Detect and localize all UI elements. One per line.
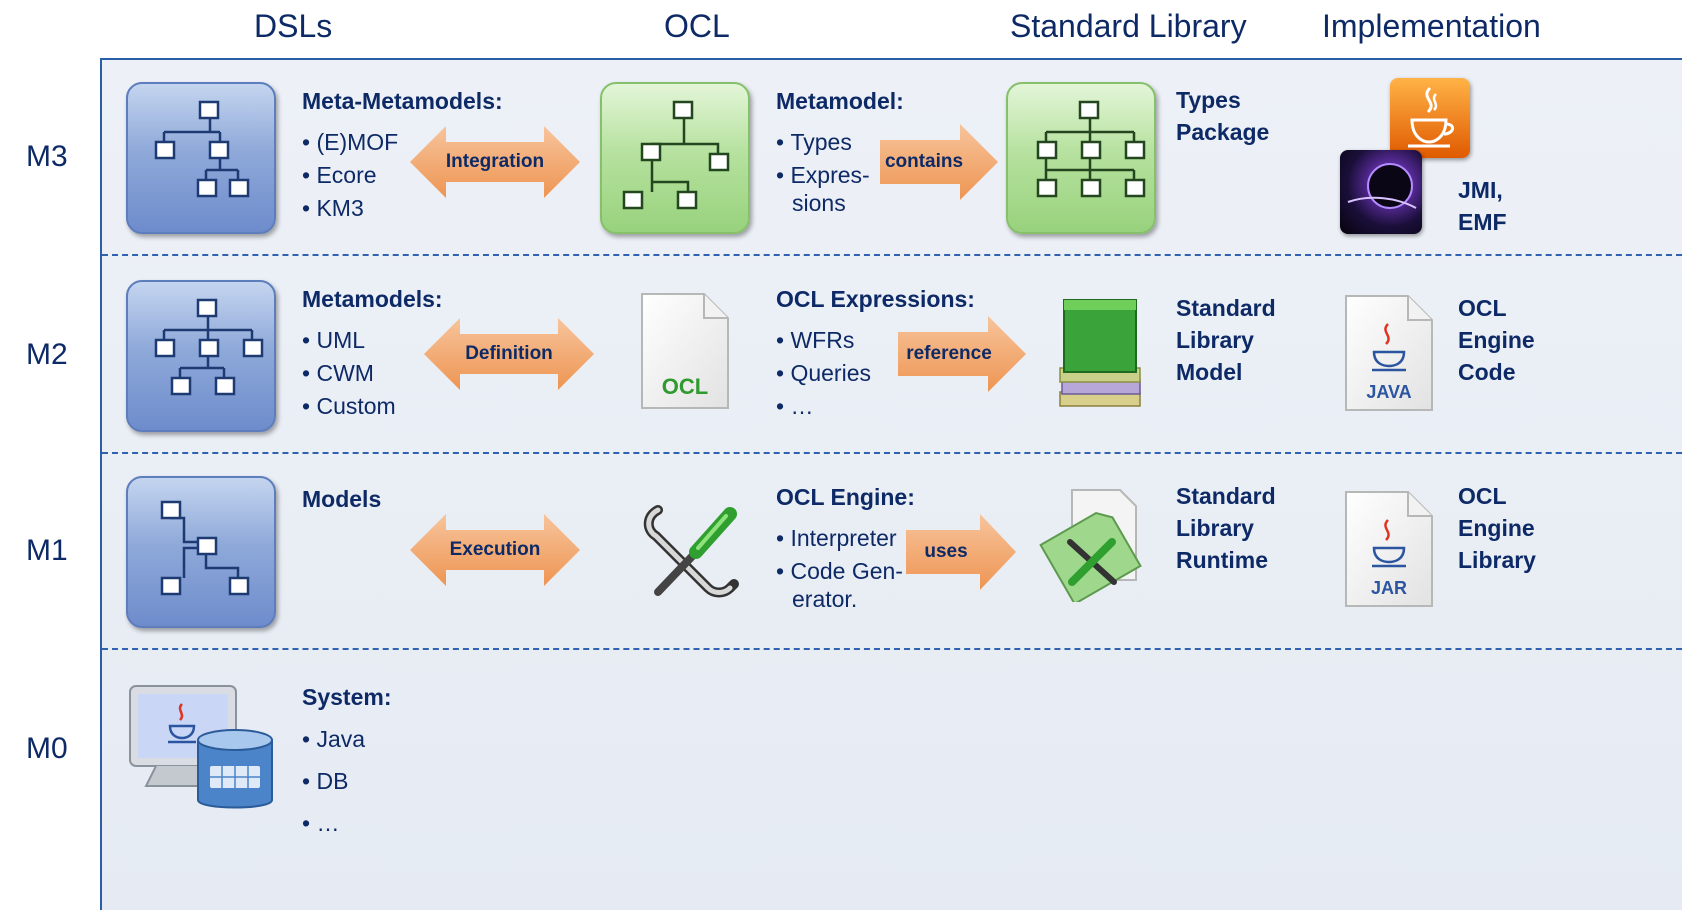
contains-arrow: contains <box>880 124 998 200</box>
m3-impl-text: JMI, EMF <box>1458 177 1507 235</box>
arrow-label: Execution <box>449 539 541 560</box>
tools-icon <box>638 496 746 604</box>
list-item-continuation: sions <box>792 190 846 216</box>
computer-database-icon <box>126 682 282 818</box>
m3-dsl-title: Meta-Metamodels: <box>302 88 503 114</box>
list-item: … <box>302 802 365 844</box>
java-cup-icon <box>1390 78 1470 158</box>
list-item: Queries <box>776 357 871 390</box>
column-header-dsls: DSLs <box>254 8 333 44</box>
book-stack-icon <box>1054 296 1144 414</box>
ocl-doc-label: OCL <box>661 374 709 399</box>
m3-ocl-title: Metamodel: <box>776 88 904 114</box>
m1-ocl-title: OCL Engine: <box>776 484 915 510</box>
list-item: KM3 <box>302 192 398 225</box>
arrow-label: Definition <box>465 343 553 364</box>
reference-arrow: reference <box>898 316 1026 392</box>
list-item: Custom <box>302 390 395 423</box>
java-file-label: JAVA <box>1366 382 1412 402</box>
column-header-standard-library: Standard Library <box>1010 8 1247 44</box>
models-graph-icon <box>126 476 276 628</box>
ocl-document-icon: OCL <box>640 292 730 410</box>
m2-lib-text: Standard Library Model <box>1176 295 1276 385</box>
types-package-tree-icon <box>1006 82 1156 234</box>
row-separator <box>102 452 1682 454</box>
list-item: Expres- <box>776 159 869 192</box>
list-item: CWM <box>302 357 396 390</box>
list-item: Types <box>776 126 870 159</box>
metamodel-tree-icon <box>600 82 750 234</box>
m2-impl-text: OCL Engine Code <box>1458 295 1535 385</box>
row-label-m3: M3 <box>26 140 68 173</box>
column-header-implementation: Implementation <box>1322 8 1541 44</box>
row-label-m0: M0 <box>26 732 68 765</box>
list-item-continuation: erator. <box>792 586 858 612</box>
eclipse-icon <box>1340 150 1422 234</box>
m3-ocl-list: Types Expres- <box>776 126 870 192</box>
m2-ocl-title: OCL Expressions: <box>776 286 975 312</box>
arrow-label: uses <box>924 541 968 562</box>
jar-file-icon: JAR <box>1344 490 1434 608</box>
m1-impl-text: OCL Engine Library <box>1458 483 1536 573</box>
m1-lib-text: Standard Library Runtime <box>1176 483 1276 573</box>
list-item: UML <box>302 324 396 357</box>
definition-double-arrow: Definition <box>424 318 594 390</box>
row-label-m2: M2 <box>26 338 68 371</box>
m2-dsl-title: Metamodels: <box>302 286 443 312</box>
list-item: WFRs <box>776 324 871 357</box>
row-separator <box>102 254 1682 256</box>
meta-metamodel-tree-icon <box>126 82 276 234</box>
list-item: … <box>776 390 871 423</box>
m1-ocl-list: Interpreter Code Gen- <box>776 522 903 588</box>
list-item: Java <box>302 718 365 760</box>
arrow-label: Integration <box>445 151 545 172</box>
java-file-icon: JAVA <box>1344 294 1434 412</box>
m3-dsl-list: (E)MOF Ecore KM3 <box>302 126 398 225</box>
m2-dsl-list: UML CWM Custom <box>302 324 396 423</box>
m0-dsl-title: System: <box>302 684 392 710</box>
m0-dsl-list: Java DB … <box>302 718 365 844</box>
list-item: Interpreter <box>776 522 903 555</box>
arrow-label: contains <box>884 151 964 172</box>
runtime-library-icon <box>1036 484 1146 606</box>
list-item: Ecore <box>302 159 398 192</box>
list-item: Code Gen- <box>776 555 903 588</box>
list-item: DB <box>302 760 365 802</box>
m3-lib-text: Types Package <box>1176 87 1270 145</box>
row-label-m1: M1 <box>26 534 68 567</box>
integration-double-arrow: Integration <box>410 126 580 198</box>
column-header-ocl: OCL <box>664 8 730 44</box>
jar-file-label: JAR <box>1370 578 1407 598</box>
m2-ocl-list: WFRs Queries … <box>776 324 871 423</box>
execution-double-arrow: Execution <box>410 514 580 586</box>
uses-arrow: uses <box>906 514 1016 590</box>
arrow-label: reference <box>906 343 992 364</box>
metamodels-tree-icon <box>126 280 276 432</box>
m1-dsl-title: Models <box>302 486 382 512</box>
row-separator <box>102 648 1682 650</box>
list-item: (E)MOF <box>302 126 398 159</box>
